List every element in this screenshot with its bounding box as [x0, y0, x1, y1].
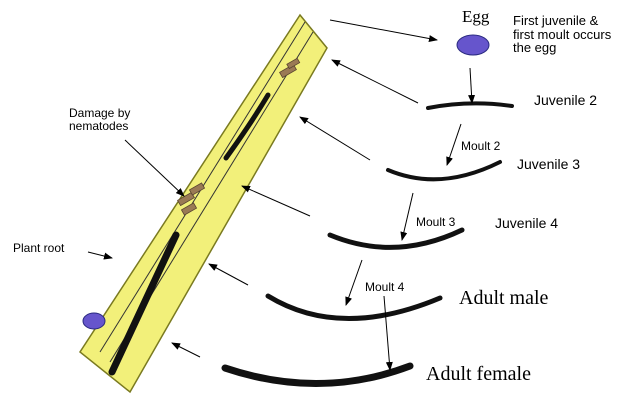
- arrow-moult4-to-male: [346, 260, 362, 305]
- arrow-juvenile4-to-root: [242, 186, 310, 216]
- egg-shape: [457, 35, 489, 55]
- juvenile-2-label: Juvenile 2: [534, 93, 597, 108]
- damage-label-line1: Damage by: [69, 107, 130, 120]
- arrow-adult-female-to-root: [172, 343, 200, 357]
- juvenile-4-label: Juvenile 4: [495, 216, 558, 231]
- damage-label-pointer: [125, 140, 184, 196]
- juvenile-2-worm: [428, 103, 512, 108]
- damage-label-line2: nematodes: [69, 120, 130, 133]
- adult-female-label: Adult female: [426, 364, 531, 385]
- arrow-egg-to-juvenile2: [470, 68, 472, 103]
- egg-in-root: [83, 313, 105, 329]
- egg-label: Egg: [462, 8, 489, 26]
- arrow-juvenile3-to-root: [300, 117, 370, 160]
- adult-female-worm: [225, 366, 410, 384]
- juvenile-3-worm: [388, 162, 500, 179]
- plant-root-label: Plant root: [13, 242, 64, 255]
- first-juvenile-label-line2: first moult occurs: [513, 28, 611, 42]
- arrow-juvenile2-to-root: [332, 60, 418, 103]
- moult-2-label: Moult 2: [461, 140, 500, 153]
- arrow-adult-male-to-root: [209, 264, 248, 285]
- plant-root-label-pointer: [88, 252, 112, 258]
- adult-male-worm: [268, 296, 440, 319]
- first-juvenile-label-line3: the egg: [513, 41, 611, 55]
- adult-male-label: Adult male: [459, 288, 548, 309]
- juvenile-4-worm: [330, 230, 462, 247]
- moult-3-label: Moult 3: [416, 216, 455, 229]
- moult-4-label: Moult 4: [365, 281, 404, 294]
- damage-label: Damage by nematodes: [69, 107, 130, 132]
- first-juvenile-label: First juvenile & first moult occurs the …: [513, 14, 611, 55]
- juvenile-3-label: Juvenile 3: [517, 157, 580, 172]
- arrow-moult3: [402, 193, 413, 240]
- first-juvenile-label-line1: First juvenile &: [513, 14, 611, 28]
- arrow-moult4-to-female: [384, 296, 390, 370]
- arrow-root-to-egg: [330, 20, 437, 40]
- arrow-moult2: [447, 124, 461, 165]
